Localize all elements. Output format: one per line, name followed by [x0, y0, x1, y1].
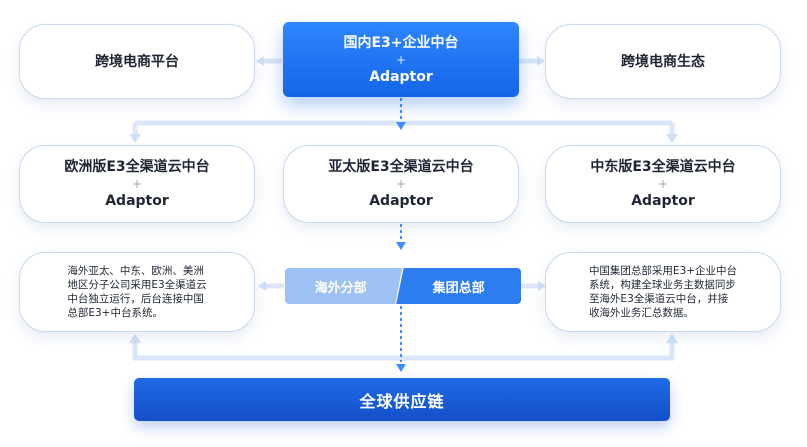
cross-border-platform-label: 跨境电商平台: [95, 53, 179, 70]
hub-sub: Adaptor: [369, 68, 433, 85]
region-sub: Adaptor: [631, 193, 695, 209]
overseas-description-box: 海外亚太、中东、欧洲、美洲 地区分子公司采用E3全渠道云 中台独立运行，后台连接…: [19, 252, 255, 332]
hq-description: 中国集团总部采用E3+企业中台 系统，构建全球业务主数据同步 至海外E3全渠道云…: [588, 265, 738, 319]
domestic-e3-hub-box: 国内E3+企业中台 + Adaptor: [283, 22, 519, 97]
hq-description-box: 中国集团总部采用E3+企业中台 系统，构建全球业务主数据同步 至海外E3全渠道云…: [545, 252, 781, 332]
region-title: 中东版E3全渠道云中台: [590, 159, 736, 175]
region-plus: +: [657, 177, 669, 191]
region-plus: +: [131, 177, 143, 191]
global-supply-chain-label: 全球供应链: [359, 391, 445, 411]
region-title: 欧洲版E3全渠道云中台: [64, 159, 210, 175]
cross-border-ecosystem-box: 跨境电商生态: [545, 24, 781, 99]
branch-hq-tag: 海外分部 集团总部: [285, 268, 521, 304]
hub-plus: +: [395, 52, 407, 67]
overseas-description: 海外亚太、中东、欧洲、美洲 地区分子公司采用E3全渠道云 中台独立运行，后台连接…: [67, 265, 207, 319]
region-sub: Adaptor: [105, 193, 169, 209]
region-sub: Adaptor: [369, 193, 433, 209]
cross-border-platform-box: 跨境电商平台: [19, 24, 255, 99]
region-box-apac: 亚太版E3全渠道云中台 + Adaptor: [283, 145, 519, 223]
global-supply-chain-bar: 全球供应链: [134, 378, 670, 421]
collector-line: [132, 338, 675, 361]
region-box-europe: 欧洲版E3全渠道云中台 + Adaptor: [19, 145, 255, 223]
hub-title: 国内E3+企业中台: [343, 34, 459, 51]
tag-overseas-branch: 海外分部: [285, 268, 403, 304]
region-box-middle-east: 中东版E3全渠道云中台 + Adaptor: [545, 145, 781, 223]
tag-group-hq: 集团总部: [396, 268, 521, 304]
region-title: 亚太版E3全渠道云中台: [328, 159, 474, 175]
region-plus: +: [395, 177, 407, 191]
cross-border-ecosystem-label: 跨境电商生态: [621, 53, 705, 70]
